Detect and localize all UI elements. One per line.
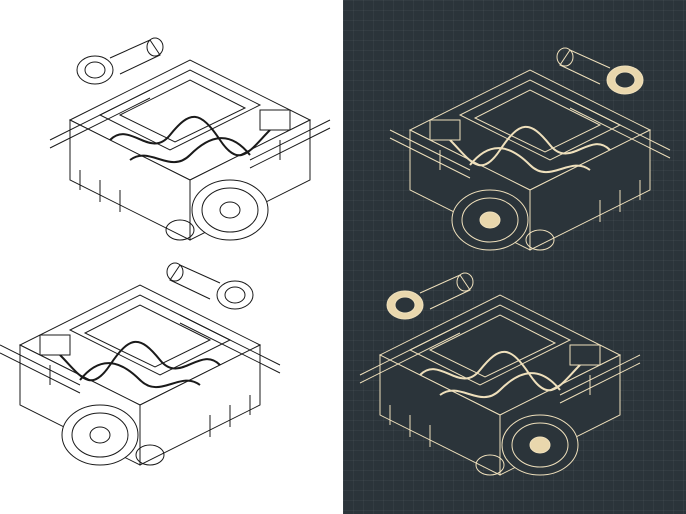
engine-drawing-bottom-right: [359, 272, 641, 476]
engine-drawing-top-left: [49, 37, 331, 241]
engine-drawing-top-right: [389, 47, 671, 251]
engine-drawing-bottom-left: [0, 262, 281, 466]
